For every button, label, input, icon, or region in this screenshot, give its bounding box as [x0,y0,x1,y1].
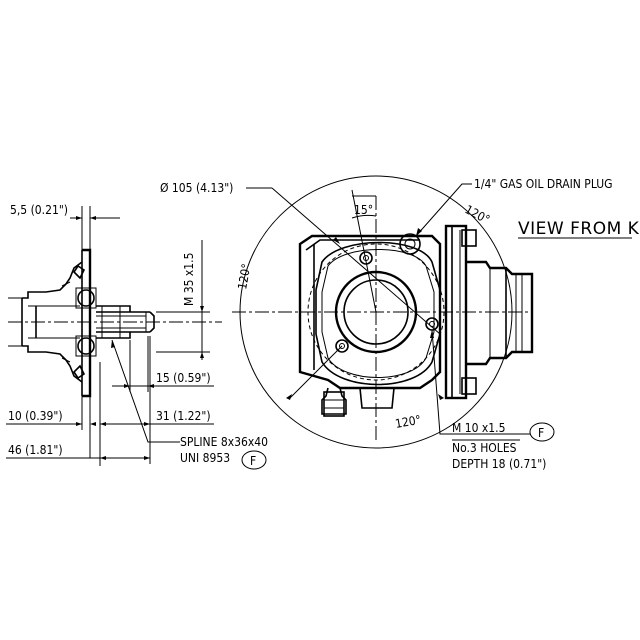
angle-120-left: 120° [235,262,253,290]
spline-ref-badge: F [250,454,256,468]
drain-plug-label: 1/4" GAS OIL DRAIN PLUG [474,177,613,191]
dim-thread: M 35 x1.5 [182,253,196,306]
hole-ref-badge: F [538,426,544,440]
spline-label: SPLINE 8x36x40 [180,435,268,449]
dim-diameter: Ø 105 (4.13") [160,181,233,195]
hole-thread: M 10 x1.5 [452,421,505,435]
dim-46: 46 (1.81") [8,443,63,457]
dim-flange-thickness: 5,5 (0.21") [10,203,68,217]
front-view: Ø 105 (4.13") 15° 120° 120° 120° 1/4" GA… [160,175,640,471]
angle-120-top: 120° [463,202,493,227]
dim-15: 15 (0.59") [156,371,211,385]
spline-standard: UNI 8953 [180,451,230,465]
dim-10: 10 (0.39") [8,409,63,423]
side-view: 5,5 (0.21") M 35 x1.5 15 (0.59") 31 (1.2… [6,203,268,470]
hole-count: No.3 HOLES [452,441,517,455]
dim-31: 31 (1.22") [156,409,211,423]
view-label: VIEW FROM K [518,219,640,239]
hole-depth: DEPTH 18 (0.71") [452,457,546,471]
angle-15: 15° [354,203,373,217]
angle-120-bottom: 120° [394,413,422,431]
